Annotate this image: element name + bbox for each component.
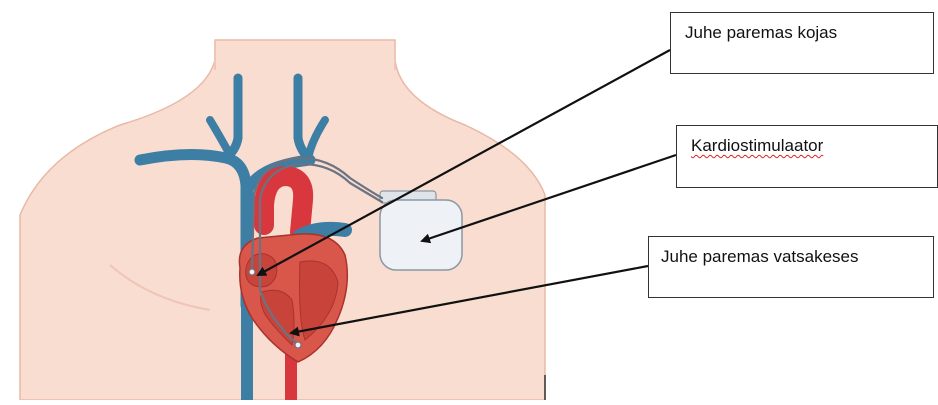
callout-label-ventricular-lead: Juhe paremas vatsakeses: [661, 247, 859, 267]
callout-box-pacemaker: Kardiostimulaator: [676, 125, 938, 188]
callout-label-atrial-lead: Juhe paremas kojas: [685, 23, 837, 43]
callout-box-atrial-lead: Juhe paremas kojas: [670, 12, 934, 74]
callout-box-ventricular-lead: Juhe paremas vatsakeses: [648, 236, 934, 298]
callout-label-pacemaker: Kardiostimulaator: [691, 136, 823, 156]
atrial-lead-tip: [249, 269, 255, 275]
ventricular-lead-tip: [295, 342, 301, 348]
